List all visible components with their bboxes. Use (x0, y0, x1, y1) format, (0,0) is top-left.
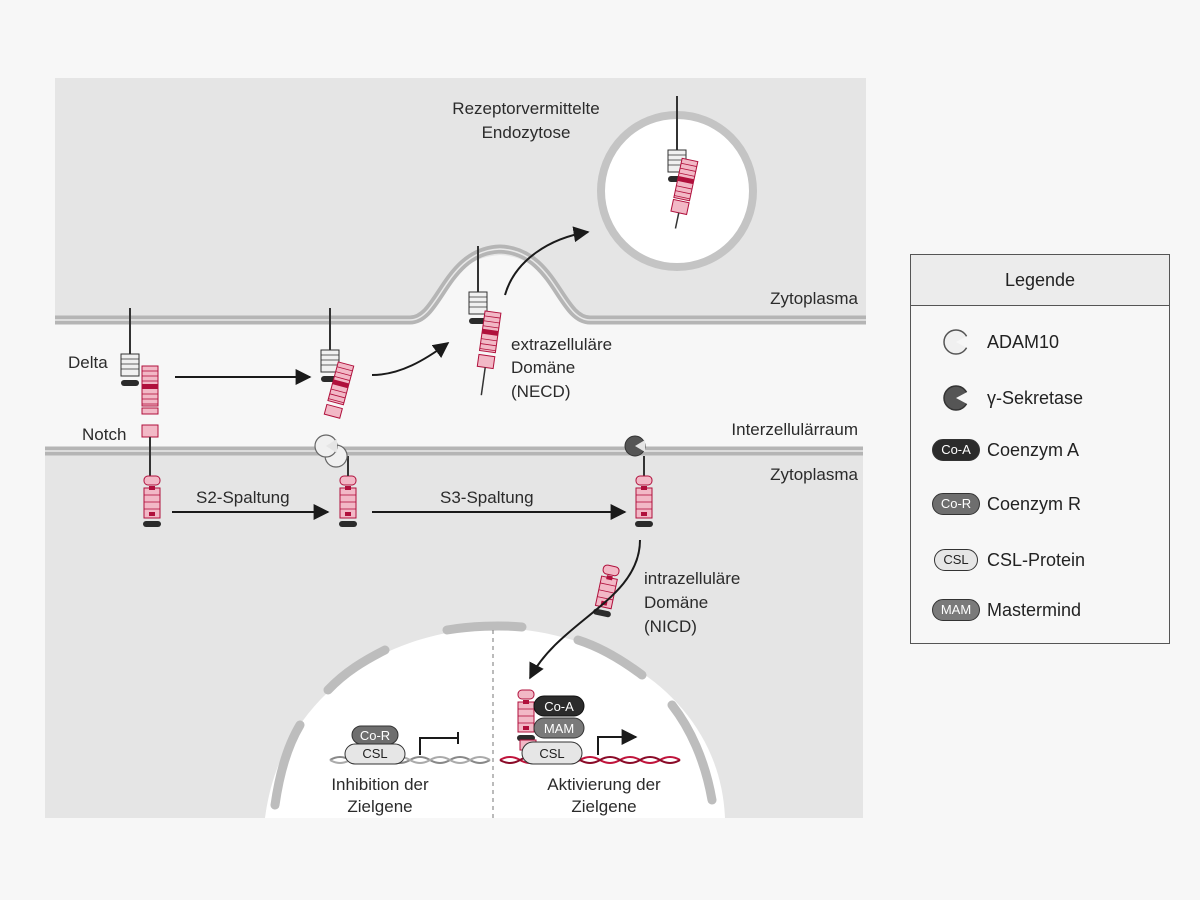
cytoplasm-top-label: Zytoplasma (770, 289, 858, 308)
endocytosis-label-1: Rezeptorvermittelte (452, 99, 599, 118)
nucleus (265, 628, 725, 818)
legend-panel: Legende ADAM10 γ-Sekretase Co-A Coenzym … (910, 254, 1170, 644)
legend-label: CSL-Protein (987, 549, 1086, 570)
activation-label-1: Aktivierung der (547, 775, 661, 794)
inhibition-label-1: Inhibition der (331, 775, 429, 794)
legend-item-gamma-secretase: γ-Sekretase (925, 383, 1083, 413)
necd-complex (468, 246, 502, 396)
necd-label-1: extrazelluläre (511, 335, 612, 354)
csl-badge-text-left: CSL (362, 746, 387, 761)
delta-notch-complex-1 (120, 308, 162, 528)
delta-notch-complex-2 (320, 308, 358, 528)
legend-item-csl: CSL CSL-Protein (925, 549, 1085, 571)
nicd-label-2: Domäne (644, 593, 708, 612)
inhibition-gene (329, 725, 491, 765)
legend-item-mastermind: MAM Mastermind (925, 599, 1081, 621)
arrows (172, 226, 641, 680)
co-a-badge: Co-A (932, 439, 980, 461)
csl-badge: CSL (934, 549, 978, 571)
legend-label: ADAM10 (987, 331, 1060, 352)
legend-item-coenzym-a: Co-A Coenzym A (925, 439, 1079, 461)
co-a-badge-text: Co-A (544, 699, 574, 714)
mam-badge: MAM (931, 599, 981, 621)
activation-gene (499, 689, 681, 765)
s3-label: S3-Spaltung (440, 488, 534, 507)
csl-badge-text-right: CSL (539, 746, 564, 761)
legend-item-coenzym-r: Co-R Coenzym R (925, 493, 1081, 515)
co-r-badge: Co-R (931, 493, 981, 515)
co-r-badge-text: Co-R (360, 728, 390, 743)
legend-label: Coenzym A (987, 439, 1080, 460)
nicd-label-3: (NICD) (644, 617, 697, 636)
nicd-label-1: intrazelluläre (644, 569, 740, 588)
legend-title: Legende (911, 255, 1169, 306)
gamma-secretase-icon (925, 383, 987, 413)
gamma-secretase-notch (634, 456, 654, 528)
legend-label: γ-Sekretase (987, 387, 1084, 408)
legend-item-adam10: ADAM10 (925, 327, 1059, 357)
necd-label-2: Domäne (511, 358, 575, 377)
delta-label: Delta (68, 353, 108, 372)
necd-label-3: (NECD) (511, 382, 571, 401)
s2-label: S2-Spaltung (196, 488, 290, 507)
endocytosis-label-2: Endozytose (482, 123, 571, 142)
legend-label: Coenzym R (987, 493, 1082, 514)
notch-label: Notch (82, 425, 126, 444)
inhibition-label-2: Zielgene (347, 797, 412, 816)
adam10-icon (925, 327, 987, 357)
mam-badge-text: MAM (544, 721, 574, 736)
nuclear-envelope (270, 621, 717, 810)
cytoplasm-bottom-label: Zytoplasma (770, 465, 858, 484)
activation-label-2: Zielgene (571, 797, 636, 816)
endocytosed-complex (667, 96, 699, 229)
intercellular-label: Interzellulärraum (731, 420, 858, 439)
legend-label: Mastermind (987, 599, 1082, 620)
